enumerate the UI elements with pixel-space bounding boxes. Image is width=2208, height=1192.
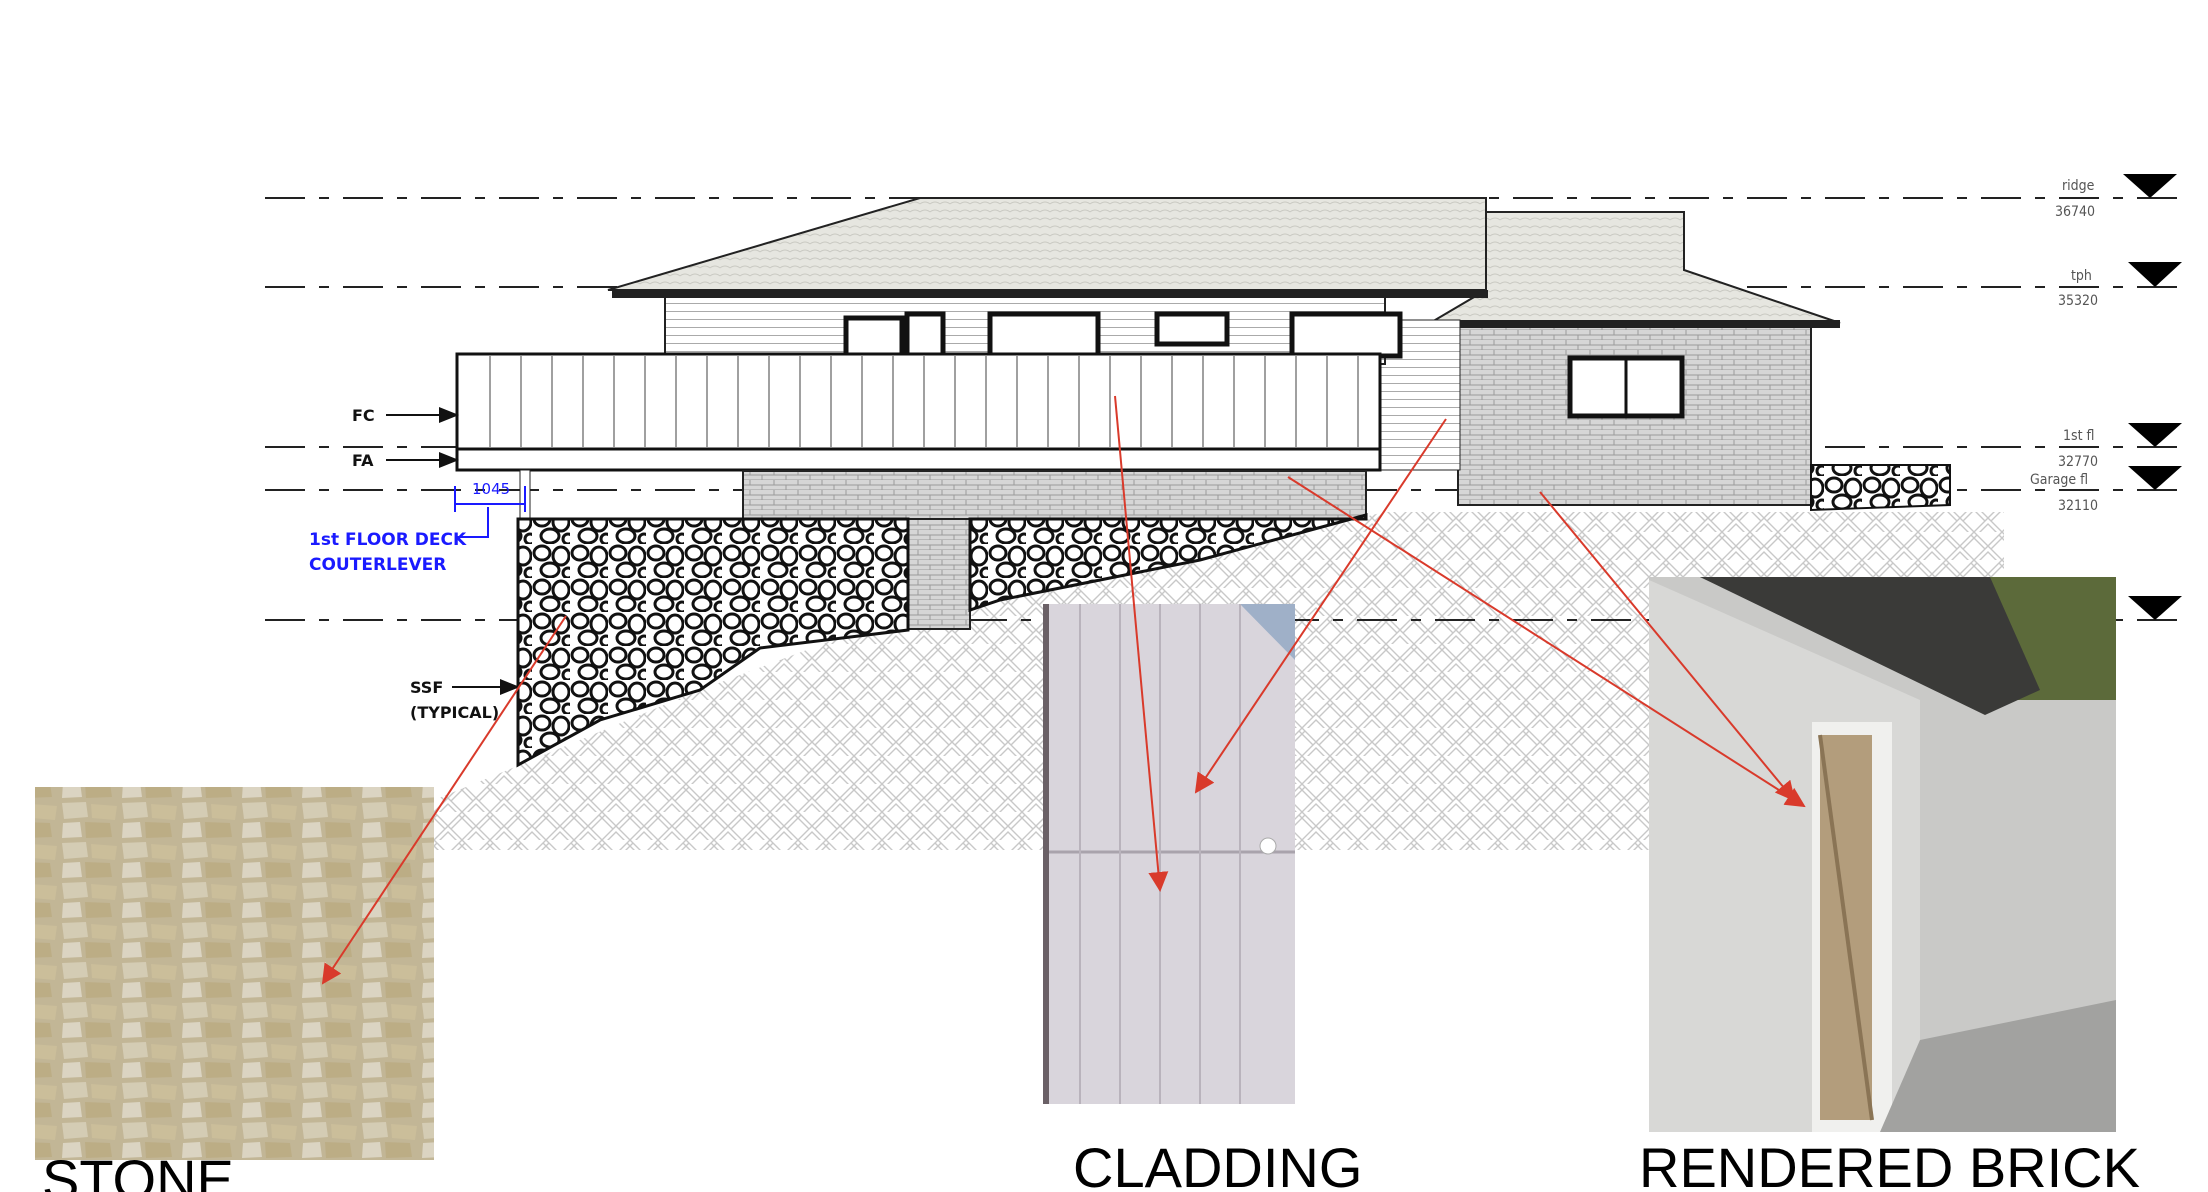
cladding-photo [1043, 604, 1295, 1104]
ground-hatch [434, 512, 2004, 850]
deck-note-line1: 1st FLOOR DECK [309, 530, 467, 550]
level-garage-name: Garage fl [2030, 472, 2088, 488]
label-rendered-brick: RENDERED BRICK [1639, 1136, 2140, 1192]
level-1st-value: 32770 [2058, 454, 2098, 470]
dimension-value: 1045 [472, 480, 510, 498]
level-ridge-name: ridge [2062, 178, 2095, 194]
main-roof [607, 197, 1487, 291]
rendered-brick-photo [1649, 577, 2116, 1132]
level-tph-name: tph [2071, 268, 2092, 284]
deck-cladding-panel [455, 352, 1382, 451]
arrow-stone [321, 615, 567, 985]
lower-brick-wall [742, 470, 1367, 520]
deck-note-line2: COUTERLEVER [309, 555, 446, 575]
level-markers [2123, 174, 2182, 620]
level-garage-value: 32110 [2058, 498, 2098, 514]
label-stone: STONE [42, 1148, 234, 1192]
stone-wall-right [968, 513, 1368, 613]
dimension-1045 [454, 486, 526, 538]
arrow-brick-1 [1287, 476, 1806, 808]
garage-roof [1426, 211, 1841, 324]
arrow-cladding-1 [1194, 418, 1447, 794]
callout-fc: FC [352, 406, 375, 425]
upper-windows [843, 311, 1403, 359]
stone-photo [35, 787, 434, 1160]
callout-fa: FA [352, 451, 374, 470]
level-tph-value: 35320 [2058, 293, 2098, 309]
arrow-brick-2 [1539, 491, 1796, 802]
level-ridge-value: 36740 [2055, 204, 2095, 220]
callout-ssf: SSF [410, 678, 443, 697]
arrow-cladding-2 [1114, 395, 1169, 892]
label-cladding: CLADDING [1073, 1136, 1363, 1192]
level-1st-name: 1st fl [2063, 428, 2094, 444]
garage-brick-wall [1457, 324, 1812, 506]
stone-retaining-wall [516, 517, 910, 768]
callout-ssf-typical: (TYPICAL) [410, 703, 499, 722]
material-arrows [321, 395, 1806, 985]
